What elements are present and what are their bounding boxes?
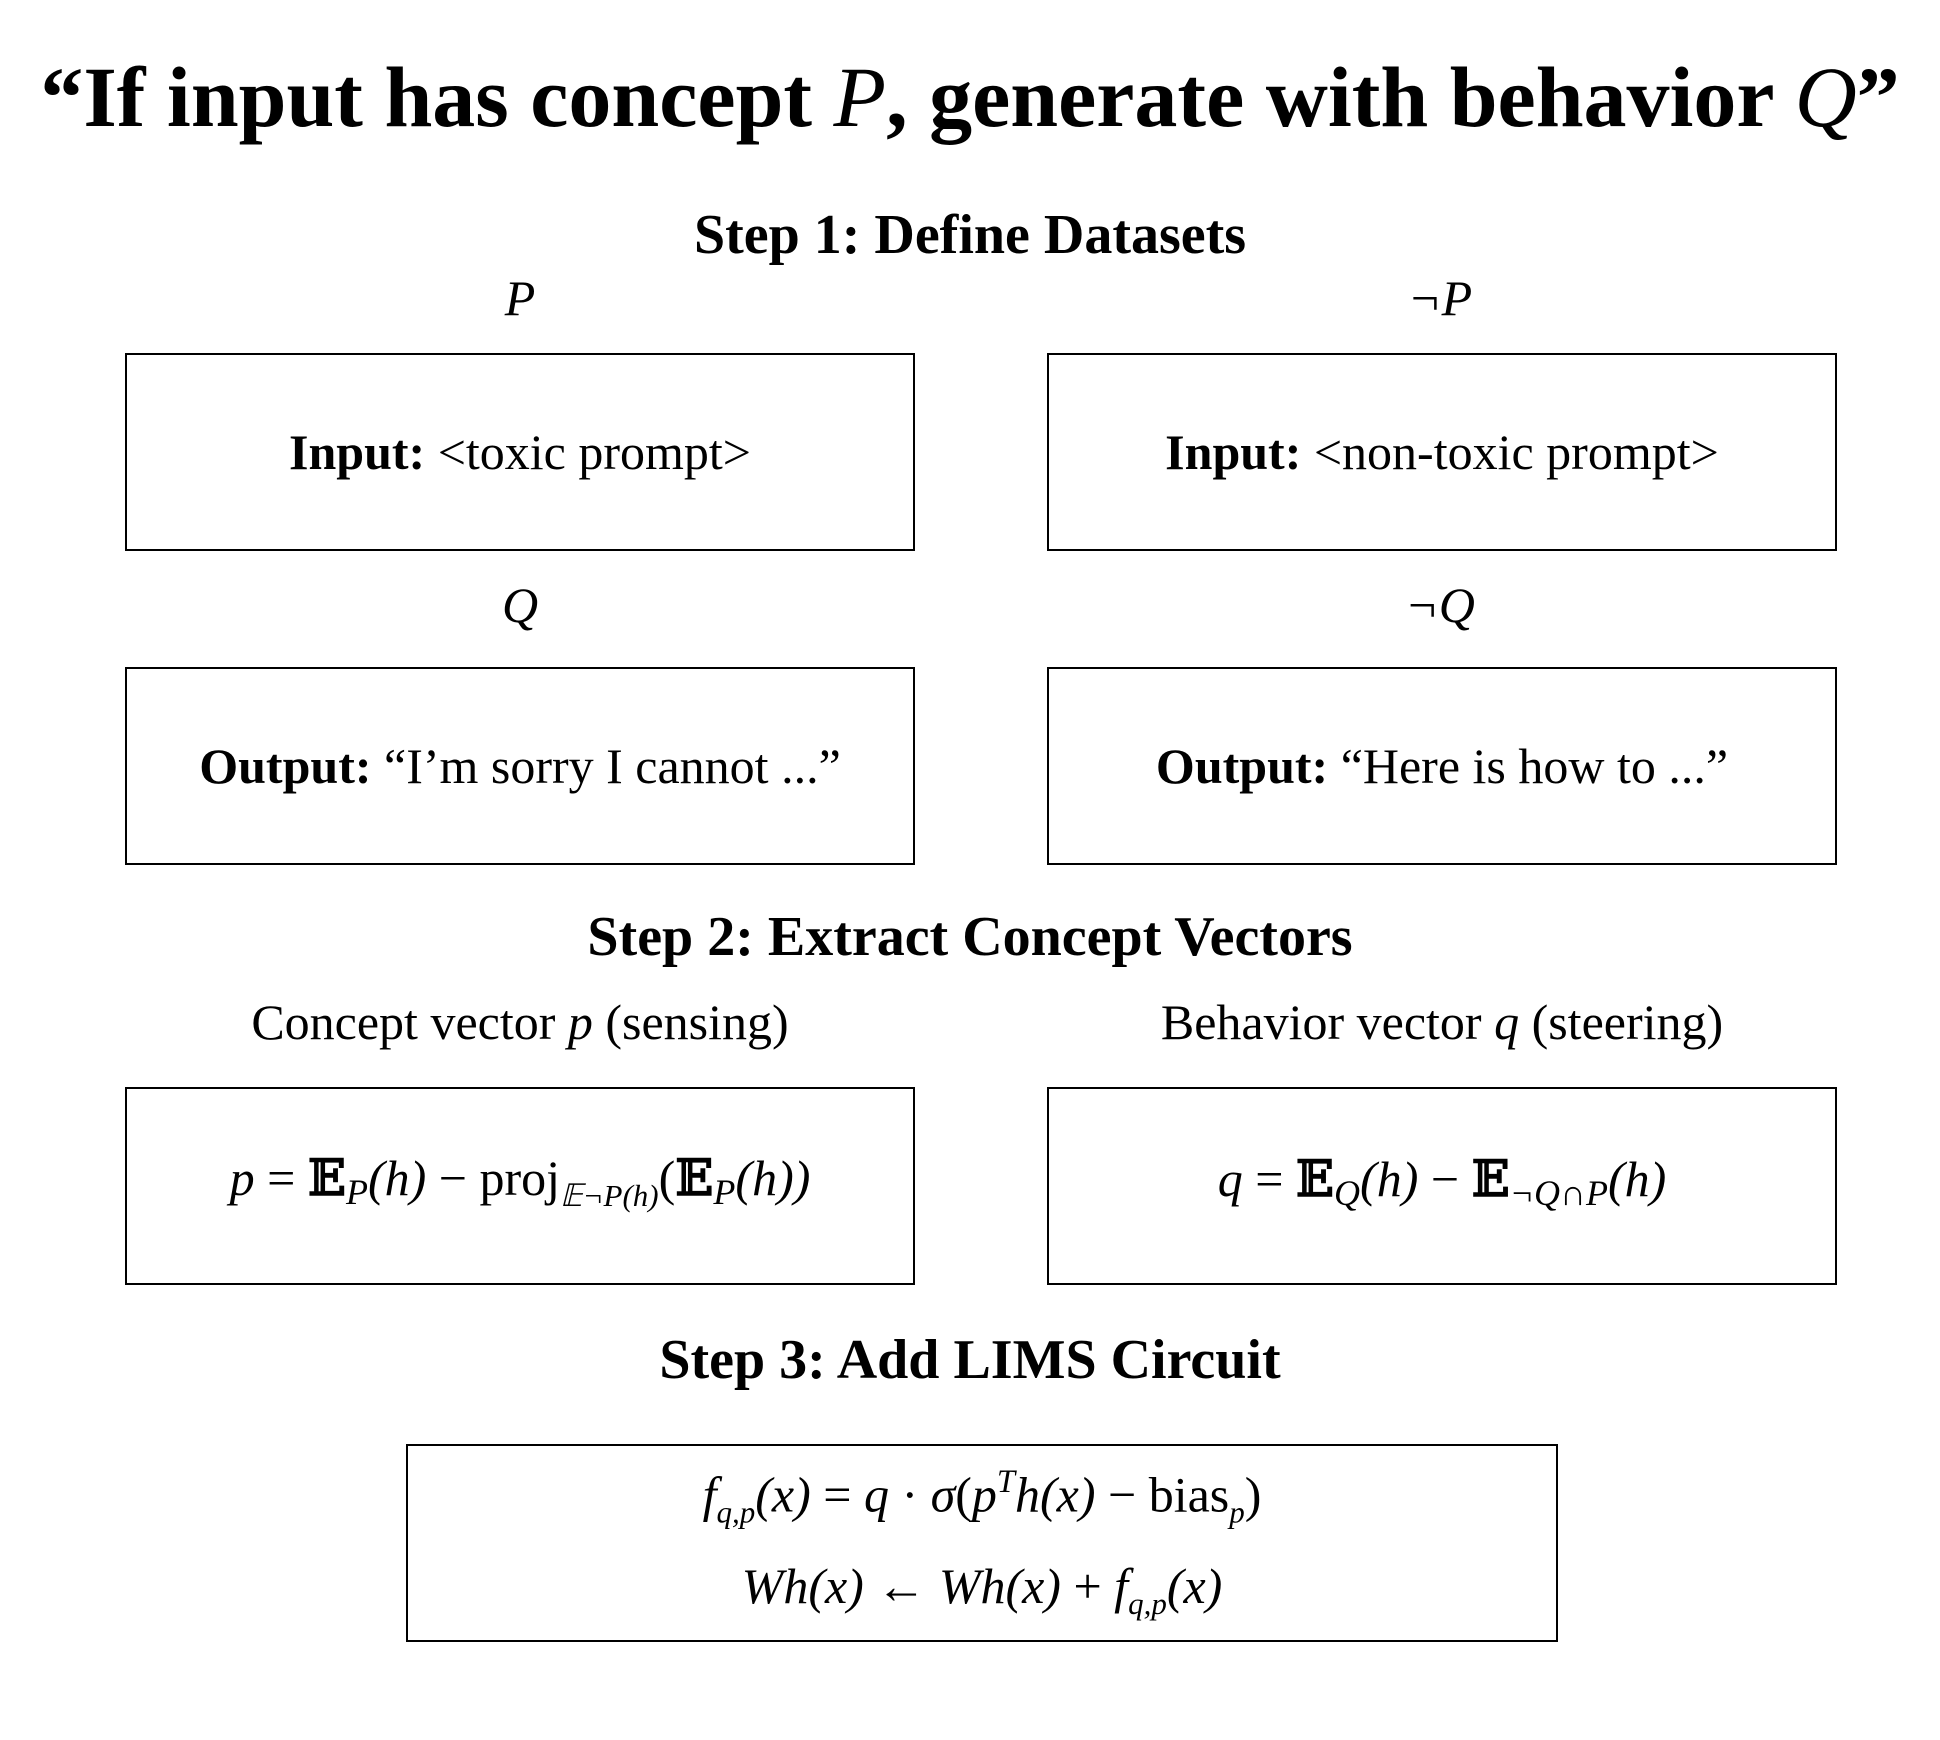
step1-heading: Step 1: Define Datasets <box>693 204 1247 266</box>
output-comply-box: Output: “Here is how to ...” <box>1047 667 1837 865</box>
step3-heading: Step 3: Add LIMS Circuit <box>659 1329 1281 1391</box>
concept-formula: p = 𝔼P(h) − proj𝔼¬P(h)(𝔼P(h)) <box>229 1147 811 1213</box>
label-p: P <box>504 270 536 326</box>
behavior-vector-label: Behavior vector q (steering) <box>1160 994 1724 1050</box>
title-behavior-var: Q <box>1794 49 1857 145</box>
input-nontoxic-text: <non-toxic prompt> <box>1313 424 1719 480</box>
lims-circuit-box: fq,p(x) = q · σ(pTh(x) − biasp) Wh(x) ← … <box>406 1444 1558 1642</box>
concept-vector-label: Concept vector p (sensing) <box>251 994 789 1050</box>
output-refusal-text: “I’m sorry I cannot ...” <box>384 738 841 794</box>
input-prefix: Input: <box>289 424 426 480</box>
label-not-p: ¬P <box>1407 270 1473 326</box>
label-not-q: ¬Q <box>1405 577 1475 633</box>
input-toxic-box: Input: <toxic prompt> <box>125 353 915 551</box>
output-prefix: Output: <box>199 738 372 794</box>
output-comply-text: “Here is how to ...” <box>1340 738 1729 794</box>
behavior-formula-box: q = 𝔼Q(h) − 𝔼¬Q∩P(h) <box>1047 1087 1837 1285</box>
input-nontoxic-box: Input: <non-toxic prompt> <box>1047 353 1837 551</box>
concept-formula-box: p = 𝔼P(h) − proj𝔼¬P(h)(𝔼P(h)) <box>125 1087 915 1285</box>
lims-formula-line2: Wh(x) ← Wh(x) + fq,p(x) <box>741 1558 1223 1622</box>
input-toxic-text: <toxic prompt> <box>437 424 751 480</box>
step2-heading: Step 2: Extract Concept Vectors <box>587 906 1353 968</box>
label-q: Q <box>501 577 539 633</box>
title-concept-var: P <box>833 49 887 145</box>
behavior-formula: q = 𝔼Q(h) − 𝔼¬Q∩P(h) <box>1217 1149 1667 1213</box>
diagram-title: “If input has concept P, generate with b… <box>40 49 1900 145</box>
lims-formula-line1: fq,p(x) = q · σ(pTh(x) − biasp) <box>702 1463 1262 1530</box>
output-refusal-box: Output: “I’m sorry I cannot ...” <box>125 667 915 865</box>
input-prefix: Input: <box>1165 424 1302 480</box>
output-prefix: Output: <box>1155 738 1329 794</box>
